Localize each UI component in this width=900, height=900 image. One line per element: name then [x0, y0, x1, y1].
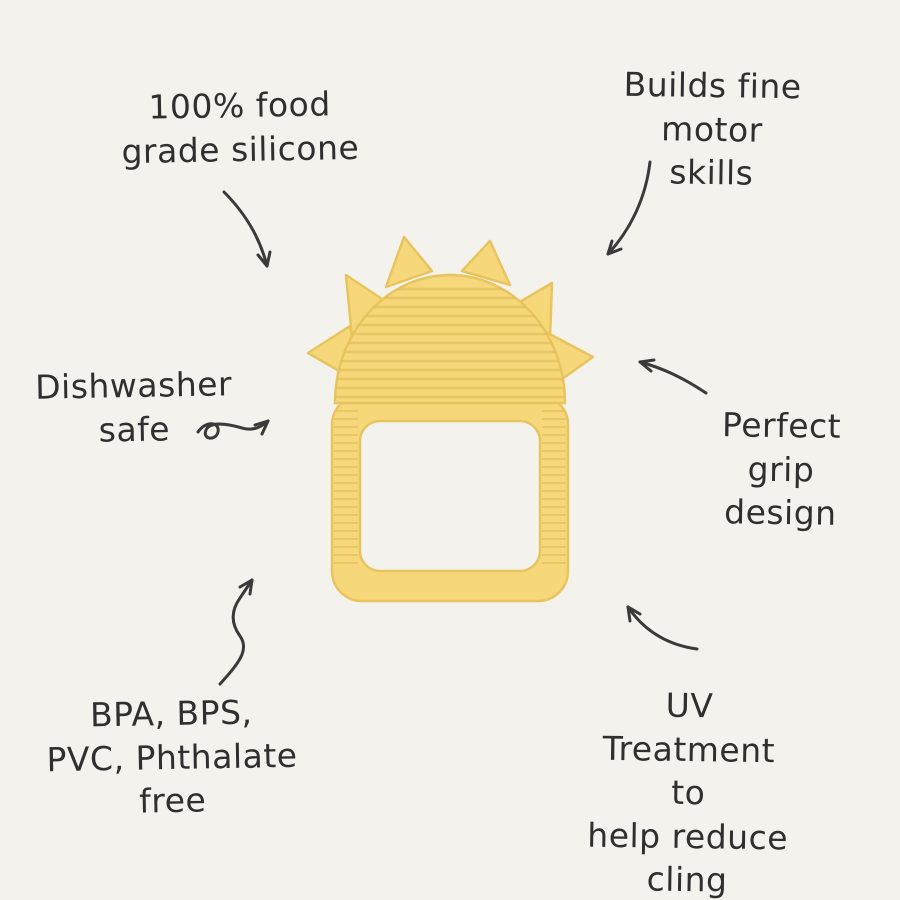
callout-dishwasher-safe: Dishwasher safe [34, 364, 233, 450]
teether-dome-ribs [335, 287, 565, 399]
arrow-bpa-icon [218, 578, 254, 686]
arrow-uv-icon [626, 605, 699, 651]
callout-food-grade-silicone: 100% food grade silicone [121, 84, 360, 171]
arrow-food-grade-icon [222, 190, 272, 268]
callout-builds-motor-skills: Builds fine motor skills [623, 64, 802, 193]
teether-dome [333, 273, 567, 405]
callout-perfect-grip: Perfect grip design [721, 405, 842, 533]
teether-side-ribs [334, 410, 566, 564]
sun-rays [306, 235, 595, 391]
arrow-grip-icon [638, 358, 708, 395]
sun-teether-image [306, 235, 595, 603]
teether-handle-frame [330, 393, 570, 603]
callout-bpa-free: BPA, BPS, PVC, Phthalate free [46, 692, 298, 821]
callout-uv-treatment: UV Treatment to help reduce cling of lin… [587, 685, 789, 900]
